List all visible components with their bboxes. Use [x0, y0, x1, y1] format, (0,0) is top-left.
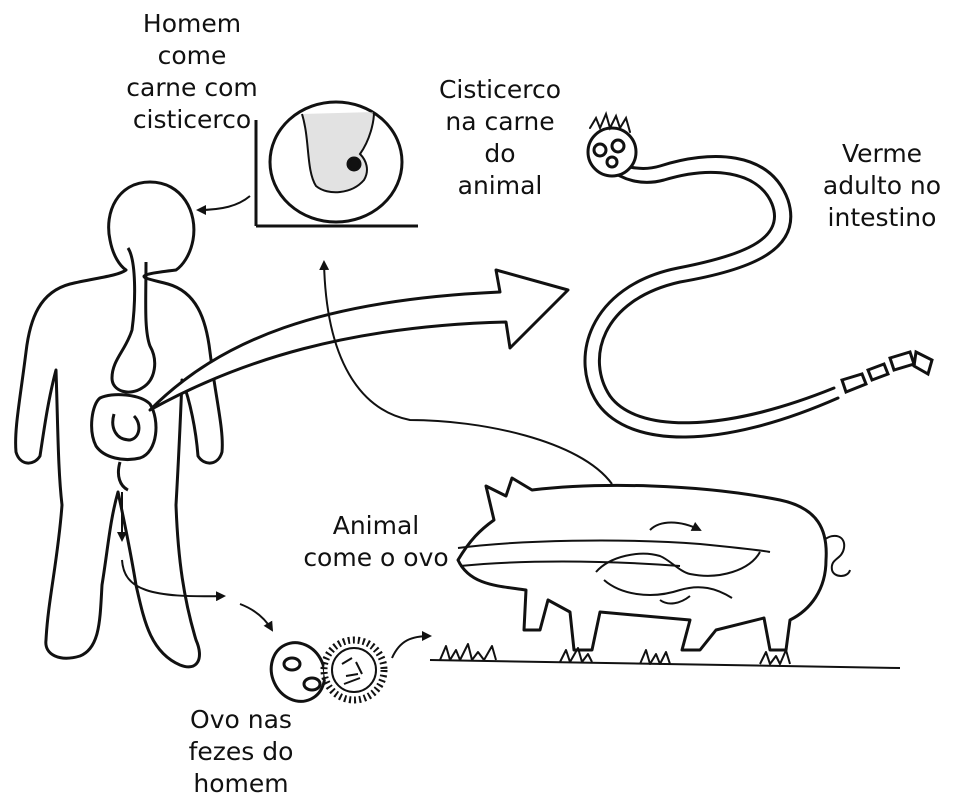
pig-figure [430, 478, 900, 668]
label-verme-adulto: Verme adulto no intestino [812, 138, 952, 234]
arrow-to-human [198, 196, 250, 210]
label-cisticerco-na-carne: Cisticerco na carne do animal [420, 74, 580, 202]
label-ovo-nas-fezes: Ovo nas fezes do homem [166, 704, 316, 800]
arrow-eggs-to-pig [392, 636, 430, 658]
cysticercus-illustration [256, 102, 418, 226]
eggs-in-feces [262, 634, 384, 710]
arrow-to-eggs [240, 604, 272, 630]
label-homem-come-carne: Homem come carne com cisticerco [112, 8, 272, 136]
human-figure [16, 182, 223, 667]
label-animal-come-ovo: Animal come o ovo [296, 510, 456, 574]
